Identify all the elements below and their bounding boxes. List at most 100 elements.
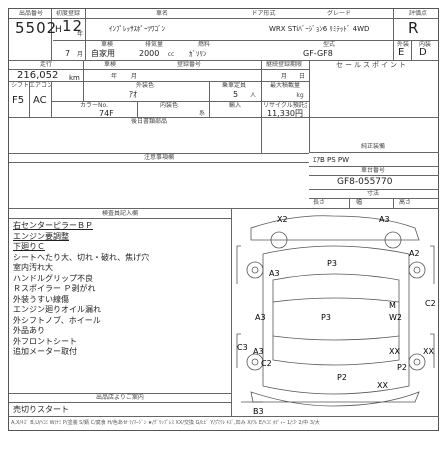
shift-label: シフト: [11, 82, 29, 89]
reg-month: 7: [65, 49, 71, 58]
ext-grade-label: 外装: [396, 41, 409, 48]
damage-xx-b: XX: [423, 347, 434, 356]
inspection-line: 追加メーター取付: [13, 347, 77, 356]
inspection-line: 外品あり: [13, 326, 45, 335]
score-label: 評価点: [408, 10, 427, 17]
mileage-label: 走行: [39, 61, 52, 68]
fuel-label: 燃料: [197, 41, 210, 48]
damage-w2: W2: [389, 313, 402, 322]
inspection-line: シートへたり大、切れ・破れ、焦げ穴: [13, 252, 150, 262]
inspection-line: 下廻りＣ: [13, 242, 45, 251]
inspection-line: 外シフトノブ、ホイール: [13, 315, 101, 325]
width-label: 幅: [355, 199, 362, 206]
cc-unit: cc: [167, 51, 175, 58]
damage-x2: X2: [277, 215, 288, 224]
rear-docs-label: 後日書類部品: [130, 118, 167, 125]
year-unit: 年: [76, 31, 83, 38]
color-no-label: カラーNo.: [80, 102, 108, 109]
inspection-line: エンジン要調整: [13, 231, 69, 241]
mileage: 216,052: [17, 70, 59, 81]
inspection-line: 右センターピラーＢＰ: [13, 221, 93, 230]
auction-sheet: 出品番号 初度登録 車名 ドア形式 グレード 評価点 5502 H 12 年 7…: [8, 8, 439, 431]
inspection-line: エンジン廻りオイル漏れ: [13, 305, 101, 314]
fuel-value: ｶﾞｿﾘﾝ: [189, 50, 207, 58]
recycle-label: リサイクル預託金: [263, 102, 307, 109]
notes-label: 注意事項欄: [143, 154, 174, 161]
regno-label: 登録番号: [176, 61, 201, 68]
damage-c2-lower: C2: [261, 359, 272, 368]
damage-p3-roof: P3: [327, 259, 337, 268]
shaken-label-2: 車検: [103, 61, 116, 68]
expiry-label: 継続登録期限: [265, 61, 302, 68]
exhibitor-label: 出品店よりご案内: [96, 394, 144, 401]
car-name-label: 車名: [155, 10, 168, 17]
inspection-line: 室内汚れ大: [13, 263, 53, 272]
lot-no-label: 出品番号: [18, 10, 43, 17]
lot-number: 5502: [15, 19, 58, 37]
damage-xx-c: XX: [377, 381, 388, 390]
car-damage-diagram: X2 A3 P3 A2 A3 A3 P3 M W2 C2 C3 A3 C2 XX…: [236, 215, 436, 415]
damage-m: M: [389, 301, 396, 310]
shift-value: F5: [12, 95, 25, 106]
capacity-label: 乗車定員: [221, 82, 246, 89]
color-number: 74F: [99, 109, 114, 118]
first-reg-label: 初度登録: [55, 10, 80, 17]
car-name: ｲﾝﾌﾟﾚｯｻｽﾎﾟｰﾂﾜｺﾞﾝ: [109, 25, 165, 33]
damage-a3-door: A3: [255, 313, 266, 322]
ac-value: AC: [33, 95, 47, 106]
exterior-grade: E: [398, 47, 405, 58]
shaken-value: 自家用: [91, 49, 115, 58]
ac-label: エアコン: [29, 82, 51, 89]
expiry-day-unit: 日: [298, 73, 305, 80]
grade: WRX STiﾊﾞｰｼﾞｮﾝ6 ﾘﾐﾃｯﾄﾞ 4WD: [269, 25, 370, 33]
damage-a2: A2: [409, 249, 420, 258]
max-load-unit: kg: [296, 92, 304, 99]
inspection-line: 外フロントシート: [13, 336, 77, 346]
reg-year: 12: [62, 17, 84, 35]
inspection-line: ハンドルグリップ不良: [13, 273, 93, 283]
damage-b3: B3: [253, 407, 264, 415]
chassis-label: 車台番号: [360, 167, 385, 174]
legend-footer: A,X/ｷｽﾞ B,U/ﾍｺﾐ W/ﾅﾐ P/塗装 S/錆 C/腐食 H/色あせ…: [11, 420, 320, 426]
damage-a3-left: A3: [269, 269, 280, 278]
capacity-unit: 人: [249, 92, 256, 99]
ext-color-label: 外装色: [135, 82, 154, 89]
height-label: 高さ: [398, 199, 411, 206]
era: H: [55, 25, 62, 35]
damage-a3-lower: A3: [253, 347, 264, 356]
damage-xx-a: XX: [389, 347, 400, 356]
size-label: 寸法: [366, 190, 379, 197]
month-unit: 月: [76, 51, 83, 58]
int-color-label: 内装色: [159, 102, 178, 109]
int-color-unit: 系: [198, 110, 205, 117]
inspection-label: 検査員記入欄: [101, 210, 138, 217]
expiry-month-unit: 月: [280, 73, 287, 80]
displacement-label: 排気量: [144, 41, 163, 48]
damage-c3: C3: [237, 343, 248, 352]
damage-a3-top: A3: [379, 215, 390, 224]
entry-label: 輸入: [228, 102, 241, 109]
exterior-color: ｱｵ: [129, 90, 137, 99]
damage-p2-a: P2: [397, 363, 407, 372]
grade-label: グレード: [326, 10, 351, 17]
max-load-label: 最大積載量: [269, 82, 300, 89]
chassis-number: GF8-055770: [337, 177, 393, 187]
recycle-fee: 11,330円: [267, 109, 303, 118]
inspection-line: Ｒスポイラー Ｐ剥がれ: [13, 284, 96, 293]
door-label: ドア形式: [251, 10, 276, 17]
sales-point-label: セールスポイント: [336, 61, 408, 69]
damage-p2-b: P2: [337, 373, 347, 382]
damage-c2-right: C2: [425, 299, 436, 308]
interior-grade: D: [419, 47, 427, 58]
model-label: 型式: [322, 41, 335, 48]
score: R: [408, 19, 420, 37]
model-value: GF-GF8: [303, 49, 333, 58]
shaken-year-unit: 年: [110, 73, 117, 80]
equipment-value: ｴｱB PS PW: [313, 156, 350, 164]
equipment-label: 純正装備: [360, 143, 385, 150]
displacement-value: 2000: [139, 49, 160, 58]
inspection-line: 外装うすい線傷: [13, 294, 69, 304]
shaken-label: 車検: [100, 41, 113, 48]
shaken-month-unit: 月: [130, 73, 137, 80]
